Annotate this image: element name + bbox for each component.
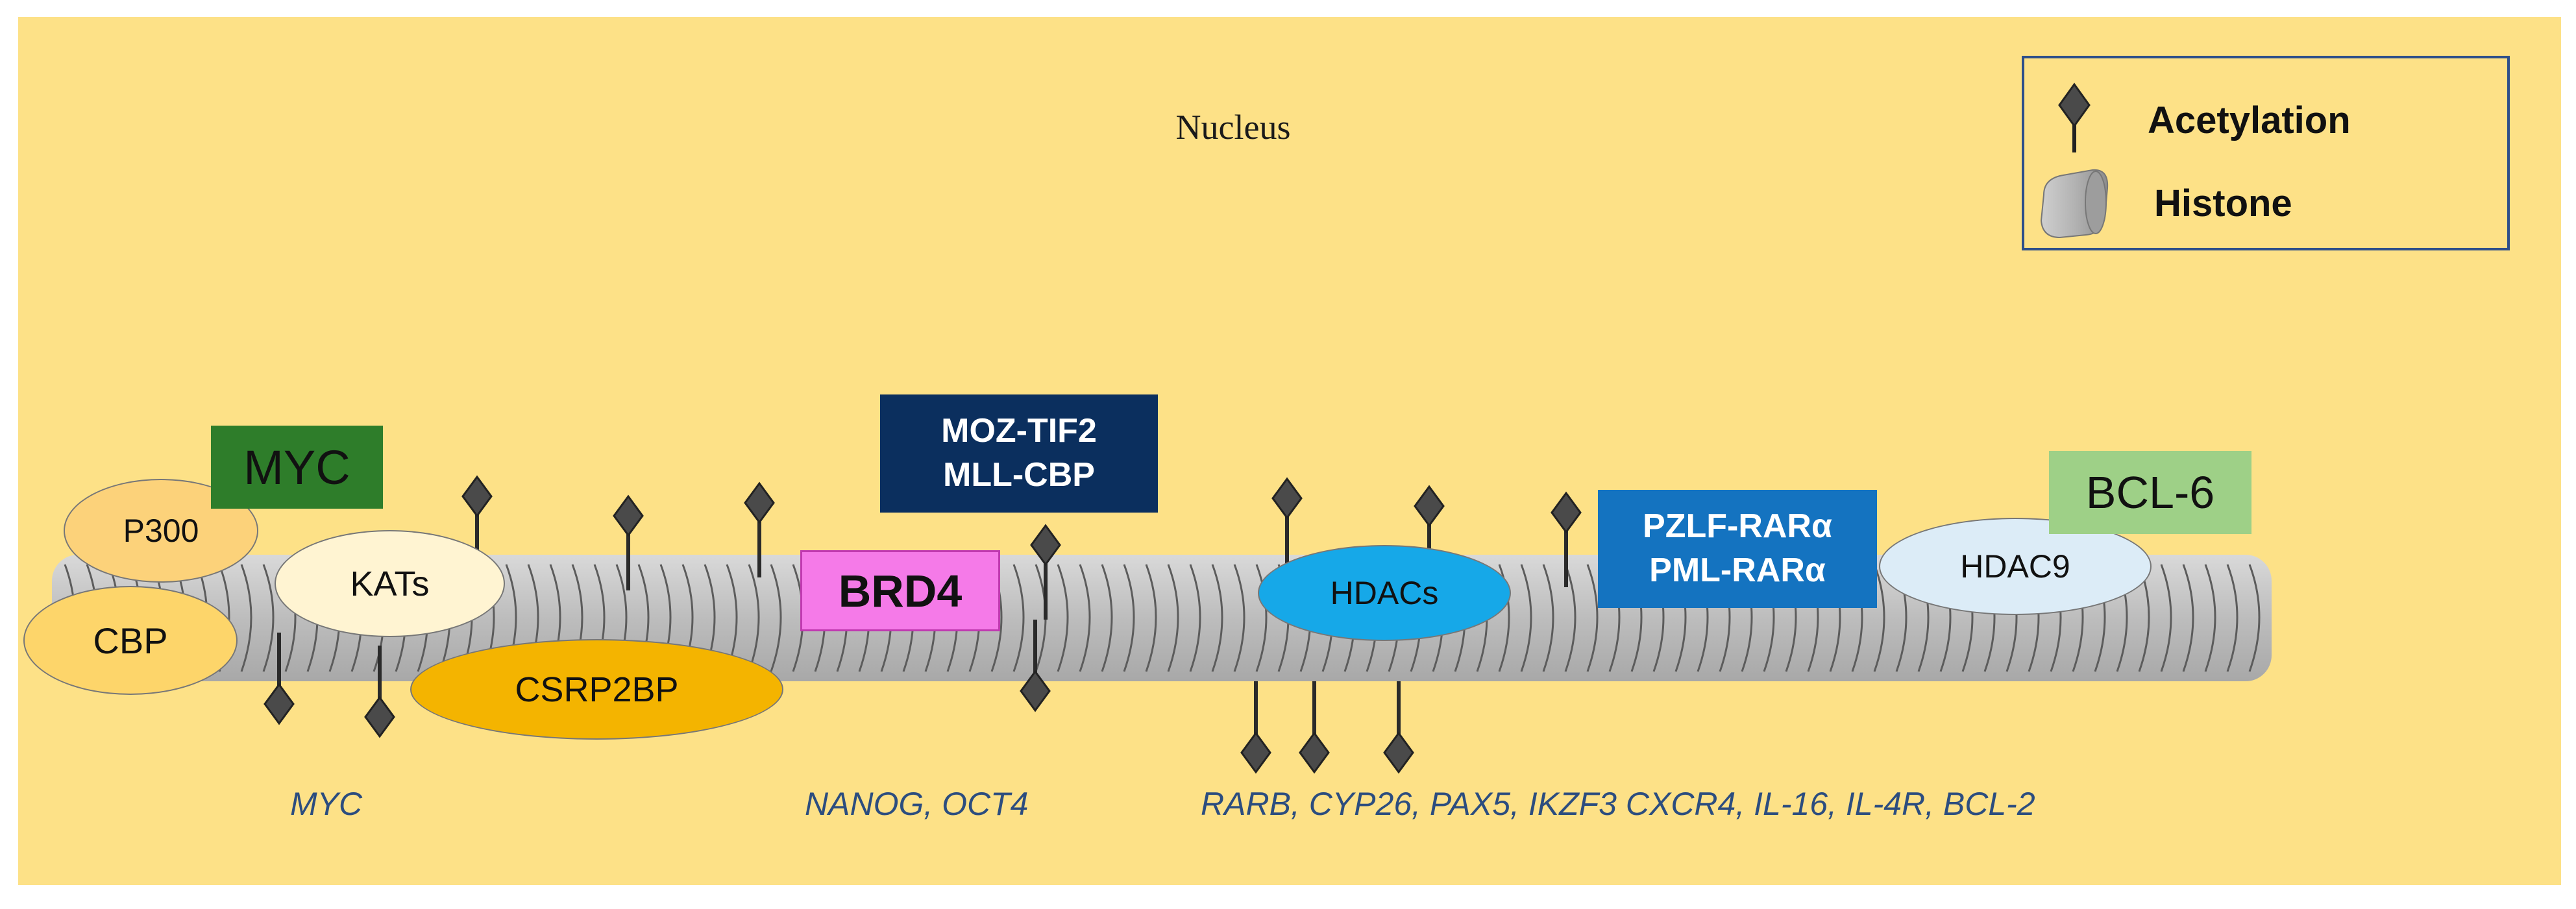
- histone-arc: [1079, 564, 1091, 672]
- moz-tif2-label: MOZ-TIF2: [941, 412, 1097, 450]
- histone-arc: [240, 564, 252, 672]
- rara-fusion-box: PZLF-RARα PML-RARα: [1598, 490, 1877, 608]
- brd4-box: BRD4: [800, 550, 1000, 631]
- acetylation-legend-icon: [2058, 82, 2091, 152]
- acetylation-mark: [364, 646, 395, 738]
- moz-mll-fusion-box: MOZ-TIF2 MLL-CBP: [880, 394, 1158, 513]
- histone-arc: [1012, 564, 1025, 672]
- gene-label-nanog-oct4: NANOG, OCT4: [805, 786, 1029, 822]
- histone-arc: [2182, 564, 2194, 672]
- histone-arc: [1520, 564, 1532, 672]
- cbp-oval: CBP: [23, 586, 238, 695]
- acetylation-mark: [1383, 681, 1414, 774]
- acetylation-mark: [1299, 681, 1330, 774]
- brd4-label: BRD4: [838, 565, 963, 616]
- histone-arc: [262, 564, 275, 672]
- histone-arc: [1211, 564, 1223, 672]
- legend-icons: [2040, 82, 2109, 239]
- histone-arc: [1255, 564, 1268, 672]
- histone-arc: [1586, 564, 1599, 672]
- histone-arc: [1233, 564, 1245, 672]
- pzlf-rara-label: PZLF-RARα: [1643, 507, 1832, 546]
- acetylation-mark: [1271, 477, 1303, 573]
- acetylation-mark: [613, 494, 644, 590]
- histone-arc: [1123, 564, 1135, 672]
- hdacs-oval: HDACs: [1258, 545, 1511, 641]
- acetylation-mark: [1030, 524, 1061, 620]
- histone-arc: [1189, 564, 1201, 672]
- histone-arc: [770, 564, 782, 672]
- kats-oval: KATs: [275, 530, 505, 637]
- myc-protein-box: MYC: [211, 426, 383, 509]
- histone-arc: [1873, 564, 1885, 672]
- mll-cbp-label: MLL-CBP: [943, 456, 1095, 494]
- gene-label-hdac-targets: RARB, CYP26, PAX5, IKZF3 CXCR4, IL-16, I…: [1201, 786, 2035, 822]
- histone-arc: [2204, 564, 2216, 672]
- legend: Acetylation Histone: [2022, 56, 2510, 250]
- pml-rara-label: PML-RARα: [1649, 551, 1826, 589]
- acetylation-mark: [264, 633, 295, 725]
- acetylation-mark: [1240, 681, 1271, 774]
- histone-arc: [1101, 564, 1113, 672]
- histone-arc: [2160, 564, 2172, 672]
- gene-label-myc: MYC: [290, 786, 363, 822]
- legend-histone-label: Histone: [2154, 182, 2292, 224]
- acetylation-mark: [1551, 491, 1582, 587]
- legend-acetylation-label: Acetylation: [2148, 99, 2351, 141]
- histone-arc: [748, 564, 760, 672]
- histone-arc: [1167, 564, 1179, 672]
- histone-arc: [1145, 564, 1157, 672]
- histone-arc: [2248, 564, 2261, 672]
- histone-arc: [1057, 564, 1069, 672]
- bcl6-box: BCL-6: [2049, 451, 2251, 534]
- histone-arc: [1542, 564, 1554, 672]
- nucleus-title: Nucleus: [1175, 108, 1291, 147]
- acetylation-mark: [744, 481, 775, 577]
- histone-arc: [2226, 564, 2239, 672]
- histone-arc: [1564, 564, 1576, 672]
- histone-legend-icon: [2040, 169, 2109, 239]
- csrp2bp-oval: CSRP2BP: [410, 639, 783, 740]
- hdac9-oval: HDAC9: [1879, 518, 2152, 615]
- acetylation-mark: [1020, 620, 1051, 712]
